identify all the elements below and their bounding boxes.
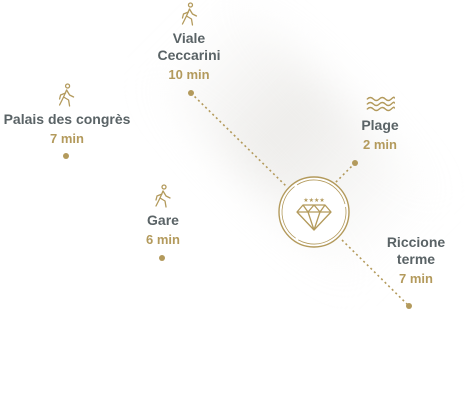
location-plage[interactable]: Plage 2 min xyxy=(361,95,399,153)
location-time: 2 min xyxy=(363,137,397,152)
location-gare[interactable]: Gare 6 min xyxy=(146,184,180,248)
location-name-line-2: Ceccarini xyxy=(157,47,221,63)
location-name-line-1: Riccione xyxy=(386,234,446,250)
dot-plage xyxy=(352,160,358,166)
walking-person-icon xyxy=(59,83,75,107)
location-time: 6 min xyxy=(146,232,180,247)
dot-riccione xyxy=(406,303,412,309)
waves-icon xyxy=(366,96,395,112)
walking-person-icon xyxy=(155,184,171,208)
location-name-line-2: terme xyxy=(396,251,436,267)
hub-stars: ★★★★ xyxy=(303,197,325,204)
location-viale-ceccarini[interactable]: Viale Ceccarini 10 min xyxy=(157,2,221,83)
connector-line-viale xyxy=(190,92,287,187)
location-palais-des-congres[interactable]: Palais des congrès 7 min xyxy=(3,83,131,147)
location-name-line-1: Viale xyxy=(172,30,206,46)
location-time: 10 min xyxy=(168,67,210,82)
location-name: Plage xyxy=(361,117,399,133)
dot-gare xyxy=(159,255,165,261)
location-name: Gare xyxy=(147,212,179,228)
location-time: 7 min xyxy=(50,131,84,146)
location-name: Palais des congrès xyxy=(3,111,131,127)
dot-viale xyxy=(188,90,194,96)
diamond-logo-icon: ★★★★ xyxy=(278,176,350,248)
connector-line-riccione xyxy=(341,239,410,307)
connector-line-plage xyxy=(333,162,356,185)
walking-person-icon xyxy=(181,2,197,26)
dot-palais xyxy=(63,153,69,159)
location-riccione-terme[interactable]: Riccione terme 7 min xyxy=(387,234,445,287)
location-time: 7 min xyxy=(399,271,433,286)
